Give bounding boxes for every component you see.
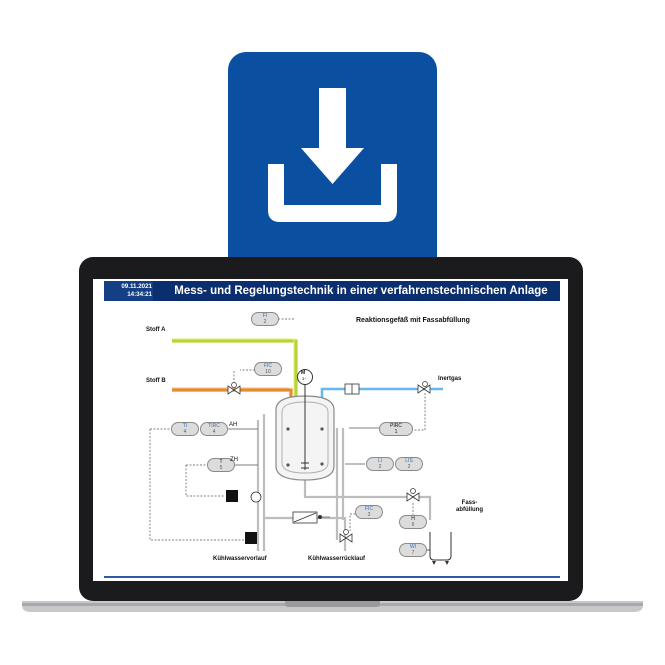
hmi-time: 14:34:21	[127, 290, 152, 298]
instrument-tag: TI	[182, 423, 188, 429]
instrument-number: 2	[378, 464, 382, 470]
instrument-number: 4	[212, 429, 216, 435]
label-kuehlwasserruecklauf: Kühlwasserrücklauf	[308, 556, 366, 562]
instrument-number: 2	[263, 319, 267, 325]
hmi-date: 09.11.2021	[121, 283, 152, 290]
alarm-zh: ZH	[230, 457, 238, 463]
valve-inertgas[interactable]	[417, 384, 431, 394]
motor-sub: 3~	[302, 376, 307, 381]
instrument-tag: FIC	[263, 363, 273, 369]
valve-stoff-b[interactable]	[227, 385, 241, 395]
actuator-2	[245, 532, 257, 544]
label-kuehlwasservorlauf: Kühlwasservorlauf	[213, 556, 267, 562]
instrument-tag: WI	[409, 544, 417, 550]
hmi-title: Mess- und Regelungstechnik in einer verf…	[174, 285, 548, 297]
instrument-number: 5	[219, 465, 223, 471]
label-stoff-b: Stoff B	[146, 378, 166, 384]
actuator-1	[226, 490, 238, 502]
label-inertgas: Inertgas	[438, 376, 462, 382]
instrument-tag: T	[219, 459, 223, 465]
instrument-tag: LI	[377, 458, 383, 464]
instrument-number: 1	[394, 429, 398, 435]
pipes	[149, 318, 443, 551]
pump-icon	[250, 491, 262, 503]
valve-kuehlwasser[interactable]	[339, 533, 353, 543]
instrument-tag: FI	[262, 313, 268, 319]
valve-fass[interactable]	[406, 492, 420, 502]
hmi-subtitle: Reaktionsgefäß mit Fassabfüllung	[356, 317, 470, 324]
instrument-number: 3	[367, 512, 371, 518]
download-icon	[268, 88, 397, 222]
instrument-tag: PIRC	[390, 423, 402, 429]
instrument-number: 7	[411, 550, 415, 556]
laptop-notch	[285, 601, 380, 607]
instrument-number: 4	[183, 429, 187, 435]
motor-label: M	[301, 370, 306, 376]
instrument-tag: H	[411, 516, 415, 522]
label-stoff-a: Stoff A	[146, 327, 166, 333]
motor-icon	[297, 369, 313, 385]
reactor-vessel	[275, 384, 335, 481]
label-fassabfuellung: Fass- abfüllung	[456, 500, 483, 513]
hmi-datetime: 09.11.2021 14:34:21	[104, 283, 152, 298]
instrument-tag: LIS	[405, 458, 413, 464]
instrument-number: 10	[265, 369, 271, 375]
instrument-number: 6	[411, 522, 415, 528]
instrument-tag: FIC	[364, 506, 374, 512]
alarm-ah: AH	[229, 422, 238, 428]
download-badge[interactable]	[228, 52, 437, 262]
instrument-number: 2	[407, 464, 411, 470]
hmi-header	[104, 281, 560, 301]
instrument-tag: TIRC	[208, 423, 220, 429]
